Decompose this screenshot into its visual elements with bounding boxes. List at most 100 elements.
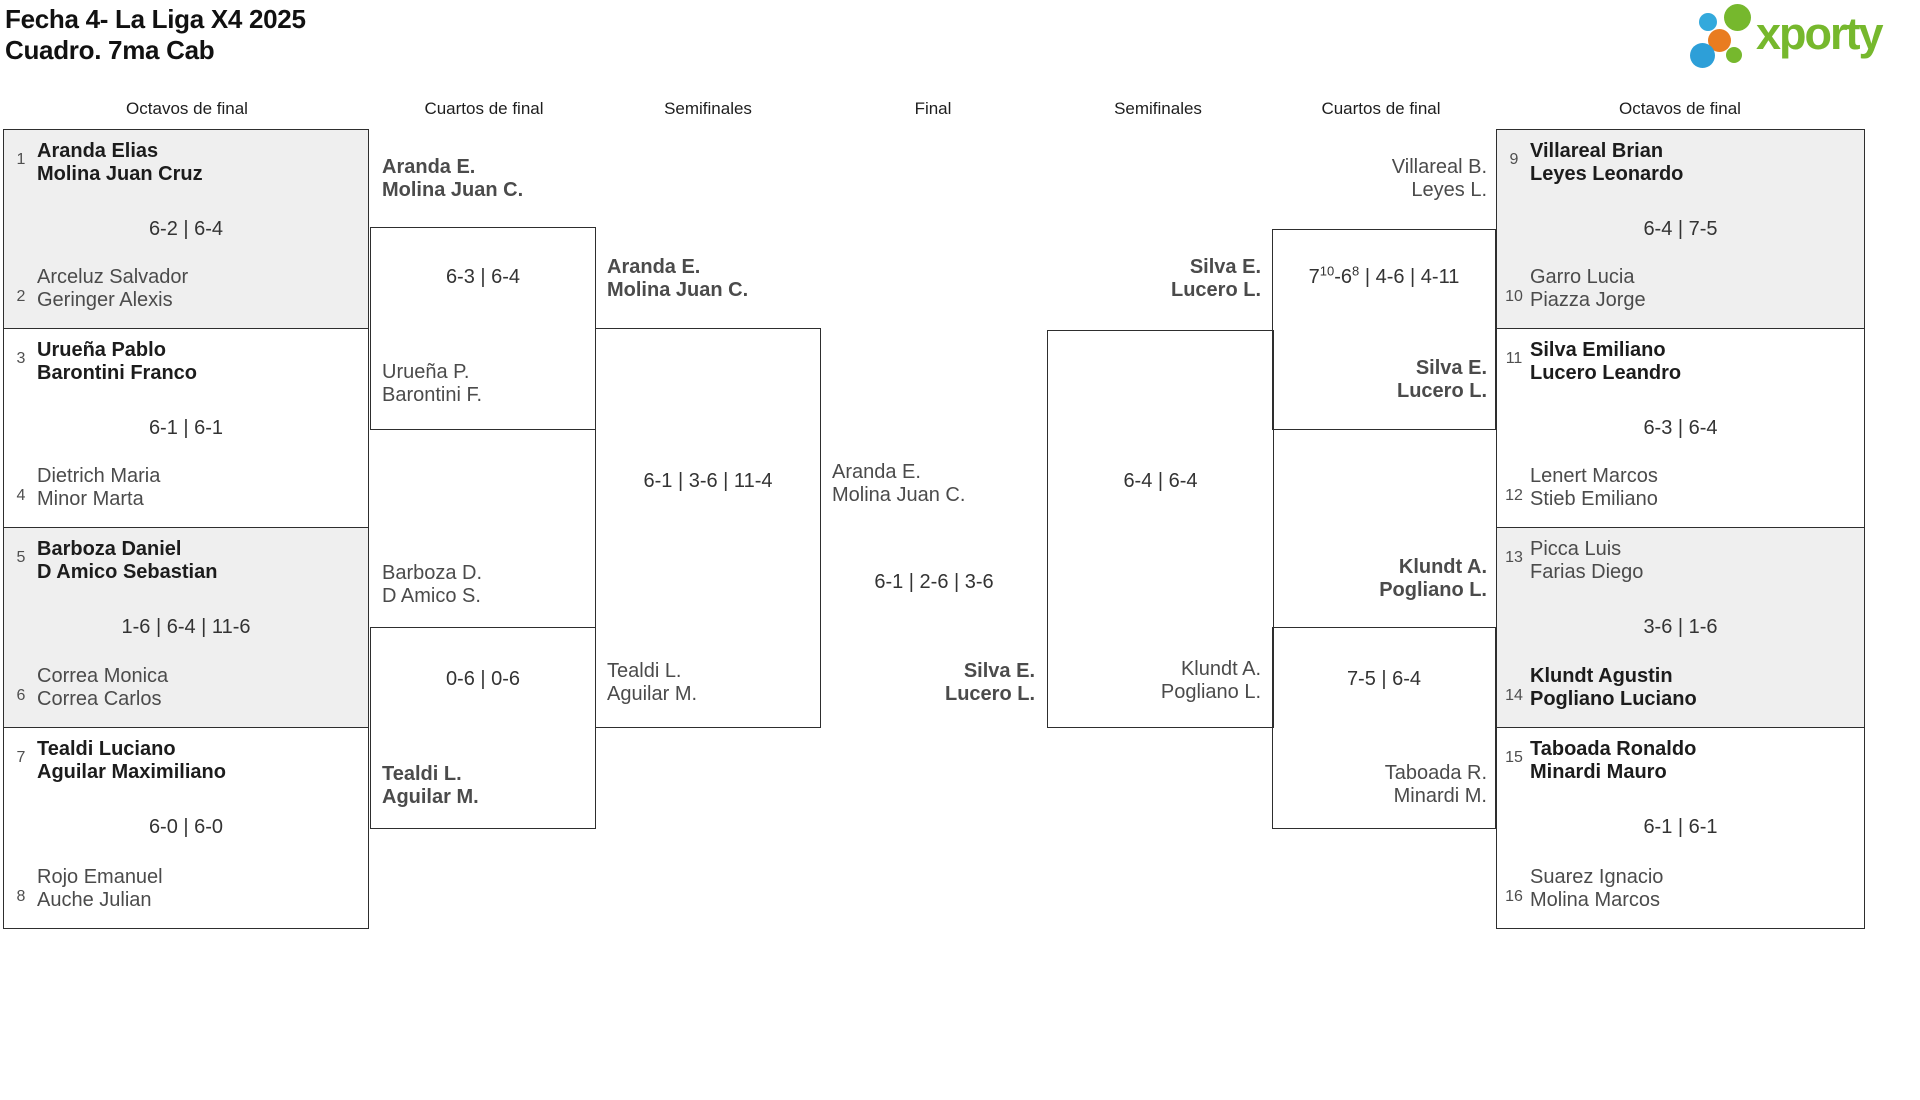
player-name: Piazza Jorge [1530, 289, 1646, 311]
player-name: Taboada R. [1384, 762, 1487, 784]
team-name: Tealdi Luciano Aguilar Maximiliano [37, 738, 226, 784]
team-name: Taboada Ronaldo Minardi Mauro [1530, 738, 1696, 784]
team-name: Correa Monica Correa Carlos [37, 665, 168, 711]
team-name: Villareal B. Leyes L. [1392, 156, 1487, 202]
player-name: Pogliano L. [1160, 681, 1261, 703]
team-name: Picca Luis Farias Diego [1530, 538, 1643, 584]
player-name: Garro Lucia [1530, 266, 1635, 288]
seed-number: 5 [16, 549, 26, 566]
player-name: Tealdi L. [382, 763, 462, 785]
player-name: Silva Emiliano [1530, 339, 1666, 361]
team-name: Urueña P. Barontini F. [382, 361, 482, 407]
seed-number: 6 [16, 687, 26, 704]
team-name: Klundt A. Pogliano L. [1161, 658, 1261, 704]
player-name: Lucero L. [944, 683, 1035, 705]
match-score: 6-1 | 6-1 [1643, 816, 1718, 838]
seed-number: 15 [1505, 749, 1523, 766]
r16-right-box-9-10: 9 Villareal Brian Leyes Leonardo 6-4 | 7… [1496, 129, 1865, 329]
player-name: Pogliano Luciano [1530, 688, 1697, 710]
player-name: Aguilar M. [607, 683, 698, 705]
page-title: Fecha 4- La Liga X4 2025 Cuadro. 7ma Cab [5, 4, 306, 66]
team-name: Lenert Marcos Stieb Emiliano [1530, 465, 1658, 511]
match-score: 6-2 | 6-4 [148, 218, 224, 240]
score-segment: 7 [1308, 266, 1320, 288]
player-name: Barontini F. [382, 384, 483, 406]
logo-dot-orange-icon [1708, 29, 1731, 52]
score-segment: -6 [1334, 266, 1353, 288]
player-name: Tealdi L. [607, 660, 682, 682]
r16-right-box-15-16: 15 Taboada Ronaldo Minardi Mauro 6-1 | 6… [1496, 727, 1865, 929]
player-name: Minardi M. [1393, 785, 1487, 807]
player-name: Leyes L. [1411, 179, 1487, 201]
player-name: Arceluz Salvador [37, 266, 189, 288]
match-score: 7-5 | 6-4 [1346, 668, 1422, 690]
player-name: Molina Juan C. [832, 484, 966, 506]
seed-number: 8 [16, 888, 26, 905]
team-name: Villareal Brian Leyes Leonardo [1530, 140, 1683, 186]
player-name: Aranda E. [607, 256, 701, 278]
round-header-octavos-left: Octavos de final [126, 99, 248, 118]
player-name: Leyes Leonardo [1530, 163, 1684, 185]
player-name: Lucero L. [1170, 279, 1261, 301]
match-score: 3-6 | 1-6 [1643, 616, 1718, 638]
player-name: Silva E. [1415, 357, 1487, 379]
player-name: Barboza Daniel [37, 538, 182, 560]
seed-number: 16 [1505, 888, 1523, 905]
player-name: Minardi Mauro [1530, 761, 1667, 783]
player-name: Urueña P. [382, 361, 470, 383]
player-name: Correa Monica [37, 665, 169, 687]
team-name: Aranda E. Molina Juan C. [607, 256, 748, 302]
player-name: Minor Marta [37, 488, 144, 510]
score-superscript: 10 [1319, 263, 1335, 279]
player-name: Correa Carlos [37, 688, 162, 710]
player-name: Barboza D. [382, 562, 483, 584]
seed-number: 13 [1505, 549, 1523, 566]
seed-number: 10 [1505, 288, 1523, 305]
qf-right-2-connector [1272, 627, 1496, 829]
player-name: Molina Juan C. [607, 279, 749, 301]
player-name: Urueña Pablo [37, 339, 166, 361]
team-name: Silva E. Lucero L. [945, 660, 1035, 706]
xporty-logo[interactable]: xporty [1688, 0, 1920, 80]
player-name: Pogliano L. [1379, 579, 1487, 601]
team-name: Tealdi L. Aguilar M. [607, 660, 697, 706]
seed-number: 1 [16, 151, 26, 168]
team-name: Rojo Emanuel Auche Julian [37, 866, 163, 912]
team-name: Silva E. Lucero L. [1397, 357, 1487, 403]
page-title-line2: Cuadro. 7ma Cab [5, 35, 215, 65]
player-name: Lucero L. [1396, 380, 1487, 402]
player-name: Tealdi Luciano [37, 738, 176, 760]
match-score: 710-68 | 4-6 | 4-11 [1272, 263, 1496, 289]
r16-left-box-5-6: 5 Barboza Daniel D Amico Sebastian 1-6 |… [3, 527, 369, 728]
seed-number: 14 [1505, 687, 1523, 704]
logo-dot-small-blue-icon [1699, 13, 1717, 31]
player-name: Barontini Franco [37, 362, 198, 384]
qf-left-2-connector [370, 627, 596, 829]
player-name: Lenert Marcos [1530, 465, 1658, 487]
player-name: Klundt A. [1180, 658, 1261, 680]
round-header-final: Final [914, 99, 952, 118]
player-name: Farias Diego [1530, 561, 1644, 583]
team-name: Aranda E. Molina Juan C. [832, 461, 965, 507]
logo-dot-large-blue-icon [1690, 43, 1715, 68]
match-score: 6-1 | 6-1 [148, 417, 224, 439]
player-name: Klundt Agustin [1530, 665, 1673, 687]
player-name: Silva E. [963, 660, 1035, 682]
player-name: Aranda E. [382, 156, 476, 178]
qf-right-1-connector [1272, 229, 1496, 430]
round-header-semis-right: Semifinales [1114, 99, 1202, 118]
r16-left-box-1-2: 1 Aranda Elias Molina Juan Cruz 6-2 | 6-… [3, 129, 369, 329]
player-name: Molina Juan C. [382, 179, 524, 201]
player-name: Klundt A. [1398, 556, 1487, 578]
team-name: Aranda E. Molina Juan C. [382, 156, 523, 202]
match-score: 6-3 | 6-4 [445, 266, 521, 288]
logo-dot-small-green-icon [1726, 47, 1742, 63]
team-name: Klundt Agustin Pogliano Luciano [1530, 665, 1697, 711]
player-name: Silva E. [1189, 256, 1261, 278]
seed-number: 3 [16, 350, 26, 367]
match-score: 6-1 | 2-6 | 3-6 [874, 571, 994, 593]
player-name: Dietrich Maria [37, 465, 161, 487]
player-name: Geringer Alexis [37, 289, 173, 311]
team-name: Klundt A. Pogliano L. [1379, 556, 1487, 602]
